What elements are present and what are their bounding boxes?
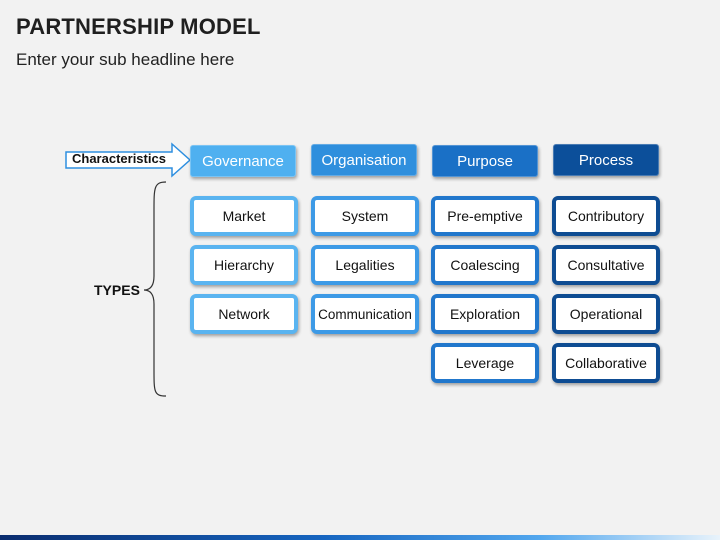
footer-gradient-bar: [0, 535, 720, 540]
characteristics-label: Characteristics: [72, 151, 166, 166]
type-cell: Pre-emptive: [431, 196, 539, 236]
column-header-governance: Governance: [190, 145, 296, 177]
type-cell: Coalescing: [431, 245, 539, 285]
types-brace-icon: [143, 181, 167, 397]
type-cell: Network: [190, 294, 298, 334]
type-cell: Hierarchy: [190, 245, 298, 285]
page-subtitle: Enter your sub headline here: [16, 50, 235, 69]
column-header-organisation: Organisation: [311, 144, 417, 176]
type-cell: Operational: [552, 294, 660, 334]
column-header-process: Process: [553, 144, 659, 176]
types-label: TYPES: [94, 282, 140, 298]
column-header-purpose: Purpose: [432, 145, 538, 177]
type-cell: Communication: [311, 294, 419, 334]
page-title: PARTNERSHIP MODEL: [16, 14, 261, 39]
type-cell: Collaborative: [552, 343, 660, 383]
type-cell: Exploration: [431, 294, 539, 334]
type-cell: Market: [190, 196, 298, 236]
type-cell: System: [311, 196, 419, 236]
type-cell: Consultative: [552, 245, 660, 285]
type-cell: Leverage: [431, 343, 539, 383]
type-cell: Contributory: [552, 196, 660, 236]
type-cell: Legalities: [311, 245, 419, 285]
characteristics-arrow-icon: [65, 142, 192, 178]
